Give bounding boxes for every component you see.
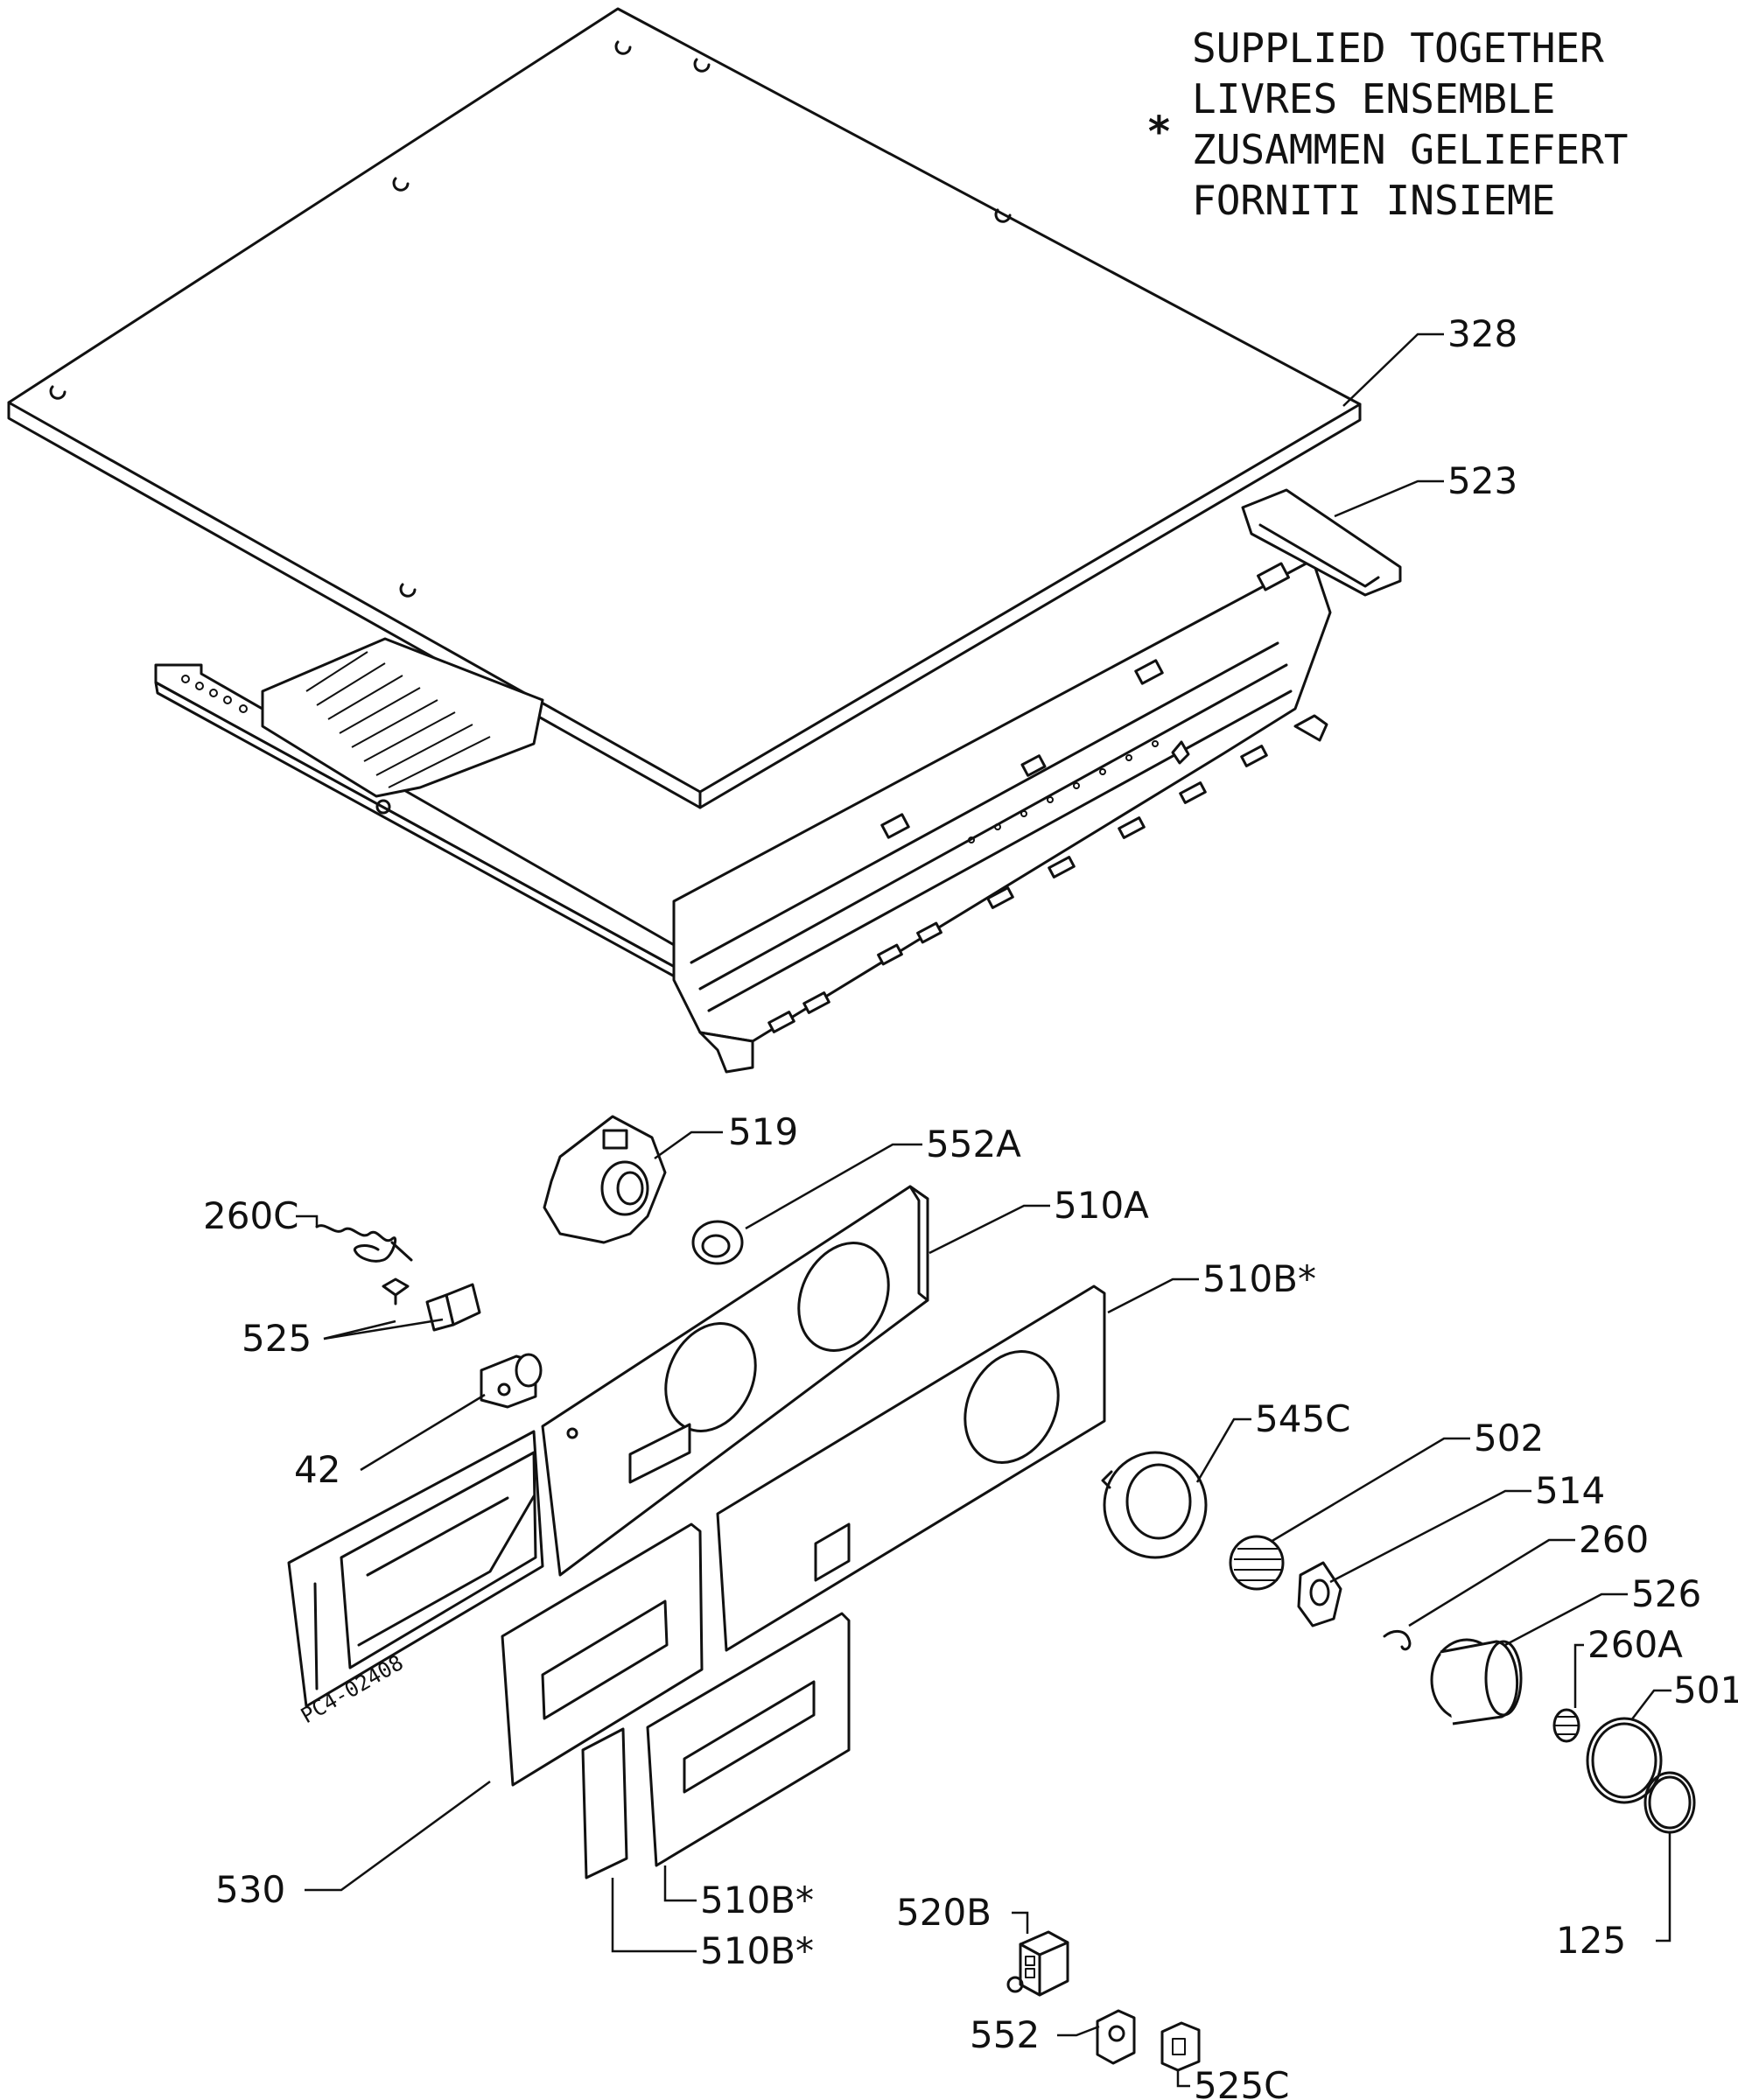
label-530: 530 xyxy=(215,1868,285,1911)
label-519: 519 xyxy=(728,1110,798,1153)
legend-line-it: FORNITI INSIEME xyxy=(1192,177,1556,224)
legend-line-de: ZUSAMMEN GELIEFERT xyxy=(1192,126,1629,173)
part-530-trim xyxy=(501,1522,704,1787)
label-510B-mid: 510B* xyxy=(700,1879,814,1922)
part-260A-spring xyxy=(1552,1708,1580,1743)
part-510B-narrow-strip xyxy=(581,1727,628,1880)
part-510B-upper-panel xyxy=(716,1284,1106,1652)
part-260C-spring xyxy=(315,1224,413,1263)
label-501: 501 xyxy=(1673,1669,1738,1712)
leader-lines xyxy=(296,332,1671,2088)
label-525: 525 xyxy=(242,1317,312,1360)
label-502: 502 xyxy=(1474,1417,1544,1460)
asterisk-symbol: * xyxy=(1146,108,1172,157)
part-552A xyxy=(691,1220,744,1265)
label-260A: 260A xyxy=(1587,1623,1683,1666)
legend-line-fr: LIVRES ENSEMBLE xyxy=(1192,75,1556,122)
label-526: 526 xyxy=(1631,1572,1701,1615)
part-523-panel-frame xyxy=(154,488,1402,1074)
label-260: 260 xyxy=(1579,1518,1649,1561)
supplied-together-legend: * SUPPLIED TOGETHER LIVRES ENSEMBLE ZUSA… xyxy=(1146,24,1706,243)
label-552A: 552A xyxy=(926,1123,1021,1166)
legend-line-en: SUPPLIED TOGETHER xyxy=(1192,24,1604,72)
label-510B-low: 510B* xyxy=(700,1929,814,1972)
part-514-clip xyxy=(1297,1561,1342,1628)
label-260C: 260C xyxy=(203,1194,299,1237)
part-510A-front-fascia: PC4-02408 xyxy=(287,1185,929,1728)
label-523: 523 xyxy=(1447,459,1517,502)
part-526-knob-cap xyxy=(1430,1638,1523,1726)
part-525-switch xyxy=(382,1278,481,1332)
label-328: 328 xyxy=(1447,312,1517,355)
label-510A: 510A xyxy=(1054,1184,1149,1227)
part-552-clip xyxy=(1096,2009,1136,2065)
part-42 xyxy=(480,1353,543,1409)
part-520B xyxy=(1006,1930,1069,1997)
part-525C-holder xyxy=(1160,2021,1201,2072)
part-labels: 328 523 519 552A 510A 510B* 260C 525 42 … xyxy=(203,312,1738,2100)
label-510B-top: 510B* xyxy=(1202,1257,1316,1300)
label-514: 514 xyxy=(1535,1469,1605,1512)
part-328-top-cover xyxy=(7,7,1362,809)
part-519 xyxy=(543,1115,667,1244)
part-502-knob-shaft xyxy=(1229,1535,1285,1591)
label-520B: 520B xyxy=(896,1891,992,1934)
part-510B-lower-insert xyxy=(646,1612,851,1867)
part-260-spring xyxy=(1383,1630,1412,1651)
label-545C: 545C xyxy=(1255,1397,1351,1440)
part-545C-knob-bezel xyxy=(1101,1451,1208,1559)
label-125: 125 xyxy=(1556,1919,1626,1962)
label-42: 42 xyxy=(294,1448,340,1491)
label-525C: 525C xyxy=(1194,2064,1290,2100)
part-125-ring xyxy=(1643,1771,1696,1834)
part-501-ring xyxy=(1586,1717,1663,1804)
label-552: 552 xyxy=(970,2013,1040,2056)
